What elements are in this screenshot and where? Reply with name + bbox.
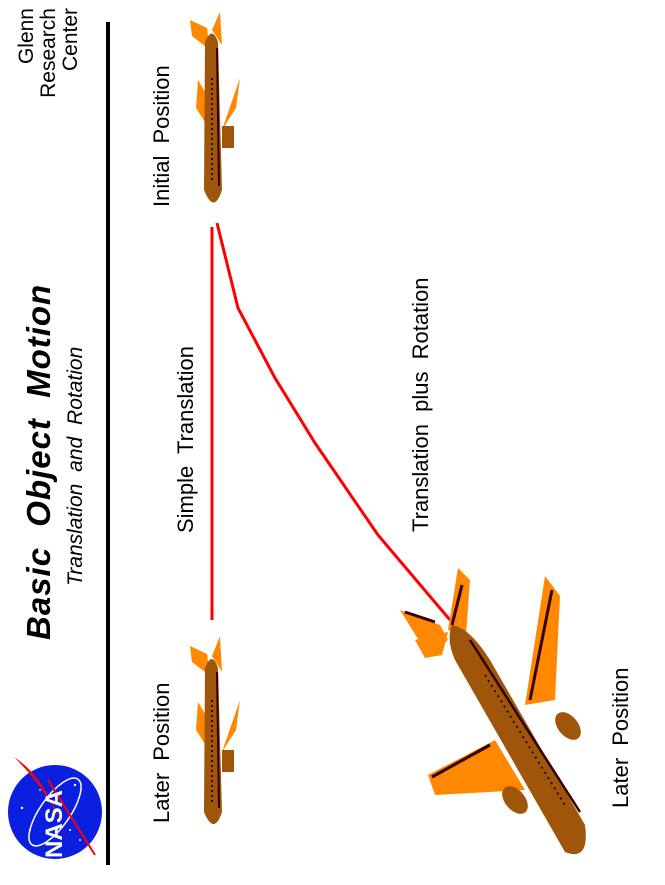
svg-text:NASA: NASA — [41, 790, 68, 858]
nasa-logo-icon: NASA — [8, 757, 102, 859]
header-divider — [106, 22, 110, 865]
rotation-path — [215, 222, 452, 621]
